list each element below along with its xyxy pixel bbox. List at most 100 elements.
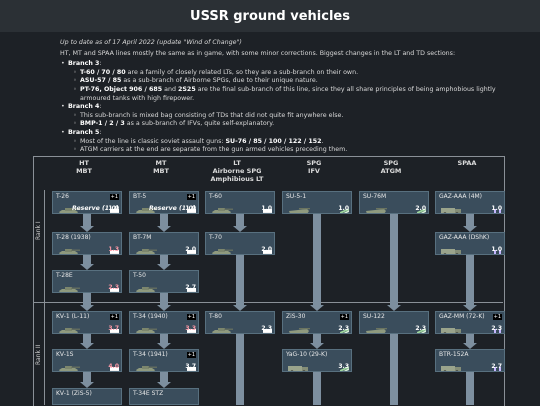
battle-rating: 1.0	[338, 205, 349, 212]
tech-tree	[33, 156, 505, 406]
connector-arrow-head	[157, 264, 171, 270]
connector-arrow-line	[313, 372, 321, 405]
column-line: SPG	[383, 159, 399, 167]
bold-text: PT-76, Object 906 / 685	[80, 85, 163, 93]
branch-3-item: Branch 3: T-60 / 70 / 80 are a family of…	[61, 60, 520, 103]
bold-text: 2S25	[178, 85, 196, 93]
rank-divider	[33, 302, 503, 303]
vehicle-name: BT-5	[133, 193, 147, 200]
note-text: are a family of closely related LTs, so …	[125, 68, 359, 76]
column-line: SPAA	[457, 159, 477, 167]
vehicle-name: ZiS-30	[286, 313, 306, 320]
vehicle-name: T-26	[56, 193, 69, 200]
battle-rating: 1.0	[491, 246, 502, 253]
vehicle-name: YaG-10 (29-K)	[286, 351, 328, 358]
spg-class-icon	[417, 201, 426, 213]
reserve-label-ht: Reserve (1.0)	[72, 205, 119, 212]
battle-rating: 1.0	[491, 205, 502, 212]
vehicle-name: T-60	[209, 193, 222, 200]
bold-text: SU-76 / 85 / 100 / 122 / 152	[225, 137, 322, 145]
vehicle-card-yag10[interactable]: YaG-10 (29-K) 3.3	[282, 349, 352, 372]
vehicle-silhouette-icon	[57, 280, 81, 292]
vehicle-silhouette-icon	[134, 398, 158, 404]
connector-arrow-line	[236, 214, 244, 226]
battle-rating: 3.3	[338, 363, 349, 370]
connector-arrow-head	[463, 305, 477, 311]
tank-class-icon	[263, 242, 272, 254]
vehicle-card-gazdshk[interactable]: GAZ-AAA (DShK)1.0	[435, 232, 505, 255]
vehicle-name: T-70	[209, 234, 222, 241]
vehicle-name: T-80	[209, 313, 222, 320]
vehicle-name: T-28E	[56, 272, 73, 279]
connector-arrow-line	[466, 255, 474, 305]
bold-text: ASU-57 / 85	[80, 77, 122, 85]
connector-arrow-line	[313, 214, 321, 305]
connector-arrow-line	[466, 372, 474, 405]
vehicle-name: T-50	[133, 272, 146, 279]
tank-class-icon	[187, 242, 196, 254]
column-line: Airborne SPG	[212, 166, 262, 175]
vehicle-card-kv1zis5[interactable]: KV-1 (ZiS-5)	[52, 388, 122, 405]
connector-arrow-head	[387, 305, 401, 311]
vehicle-silhouette-icon	[440, 359, 464, 371]
connector-arrow-line	[83, 255, 91, 264]
bold-text: T-60 / 70 / 80	[80, 68, 126, 76]
tank-class-icon	[187, 201, 196, 213]
connector-arrow-line	[83, 214, 91, 226]
spg-class-icon	[417, 321, 426, 333]
connector-arrow-line	[160, 372, 168, 382]
note-text: ATGM carriers at the end are separate fr…	[80, 146, 348, 154]
battle-rating: 3.7	[185, 363, 196, 370]
vehicle-name: T-34E STZ	[133, 390, 164, 397]
vehicle-name: GAZ-MM (72-K)	[439, 313, 485, 320]
battle-rating: 4.0	[108, 363, 119, 370]
connector-arrow-line	[466, 214, 474, 226]
battle-rating: 2.7	[185, 284, 196, 291]
spaa-class-icon	[493, 201, 502, 213]
tank-class-icon	[110, 280, 119, 292]
update-note: Up to date as of 17 April 2022 (update "…	[60, 39, 242, 46]
tank-class-icon	[263, 321, 272, 333]
tank-class-icon	[263, 201, 272, 213]
branch-4-label: Branch 4	[68, 103, 100, 111]
vehicle-name: SU-76M	[363, 193, 387, 200]
vehicle-card-t34estz[interactable]: T-34E STZ	[129, 388, 199, 405]
vehicle-silhouette-icon	[364, 201, 388, 213]
battle-rating: 1.0	[185, 205, 196, 212]
column-line: MT	[155, 159, 167, 167]
vehicle-card-t50[interactable]: T-50 2.7	[129, 270, 199, 293]
battle-rating: 1.0	[261, 205, 272, 212]
connector-arrow-line	[83, 293, 91, 305]
column-line: SPG	[306, 159, 322, 167]
vehicle-silhouette-icon	[57, 321, 81, 333]
spg-class-icon	[340, 359, 349, 371]
spg-class-icon	[340, 321, 349, 333]
research-bonus-badge: +1	[186, 314, 196, 320]
vehicle-card-gaz4m[interactable]: GAZ-AAA (4M)1.0	[435, 191, 505, 214]
vehicle-card-t60[interactable]: T-60 1.0	[205, 191, 275, 214]
column-line: MBT	[153, 166, 169, 175]
intro-text: Up to date as of 17 April 2022 (update "…	[60, 39, 520, 155]
connector-arrow-head	[80, 305, 94, 311]
vehicle-card-t28-1938[interactable]: T-28 (1938)1.3	[52, 232, 122, 255]
vehicle-name: SU-122	[363, 313, 385, 320]
